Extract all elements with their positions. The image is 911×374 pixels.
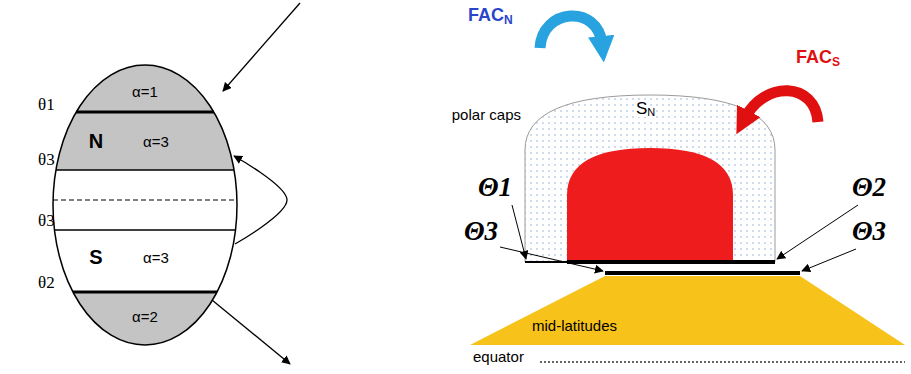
region-label: α=3 (143, 134, 169, 149)
cap-shade (40, 292, 260, 352)
angle-label: θ3 (38, 212, 55, 229)
hemisphere-letter: S (89, 247, 102, 267)
boundary-line (56, 169, 234, 171)
region-label: polar caps (452, 107, 521, 122)
hemisphere-band: Nα=3 (56, 112, 234, 170)
equator-label: equator (473, 349, 524, 364)
region-label: α=3 (143, 250, 169, 265)
boundary-line (76, 111, 214, 114)
subscript-label: N (504, 14, 513, 26)
mid-latitude-fill (470, 276, 905, 345)
mid-latitude-region: mid-latitudes (470, 276, 905, 345)
boundary-line (605, 271, 800, 275)
subscript-label: S (832, 56, 840, 68)
polar-cap-band: α=2 (73, 292, 217, 345)
southern-cap (567, 148, 733, 262)
current-arrow (540, 16, 602, 48)
field-line (212, 300, 290, 364)
boundary-label: Θ1 (478, 174, 512, 201)
polar-cap-band: α=1 (76, 65, 214, 112)
angle-label: θ1 (38, 96, 55, 113)
current-arrow (745, 91, 818, 122)
leader-line (512, 205, 526, 259)
region-label: mid-latitudes (532, 318, 617, 333)
hemisphere-band: Sα=3 (55, 230, 235, 292)
boundary-line (55, 229, 235, 231)
equator-line (540, 361, 905, 363)
boundary-label: Θ3 (464, 218, 498, 245)
equator-line (53, 200, 237, 201)
leader-line (802, 249, 856, 271)
region-label: α=1 (132, 84, 158, 99)
sphere-fill (40, 60, 260, 352)
region-label: α=2 (132, 309, 158, 324)
leader-line (777, 205, 858, 259)
current-loop-arrow (234, 156, 287, 244)
hemisphere-letter: N (89, 131, 103, 151)
boundary-line (567, 260, 775, 264)
cap-label: S (636, 100, 647, 117)
angle-label: θ2 (38, 274, 55, 291)
angle-label: θ3 (38, 151, 55, 168)
boundary-label: Θ3 (852, 218, 886, 245)
field-line (223, 3, 300, 91)
sphere-outline (53, 65, 237, 345)
subscript-label: N (647, 107, 655, 118)
current-label: FAC (796, 48, 832, 66)
current-label: FAC (468, 6, 504, 24)
boundary-line (73, 291, 217, 294)
polar-cap-outline (525, 95, 775, 262)
leader-line (500, 247, 603, 271)
boundary-label: Θ2 (852, 174, 886, 201)
polar-cap-region: polar caps (525, 95, 775, 262)
